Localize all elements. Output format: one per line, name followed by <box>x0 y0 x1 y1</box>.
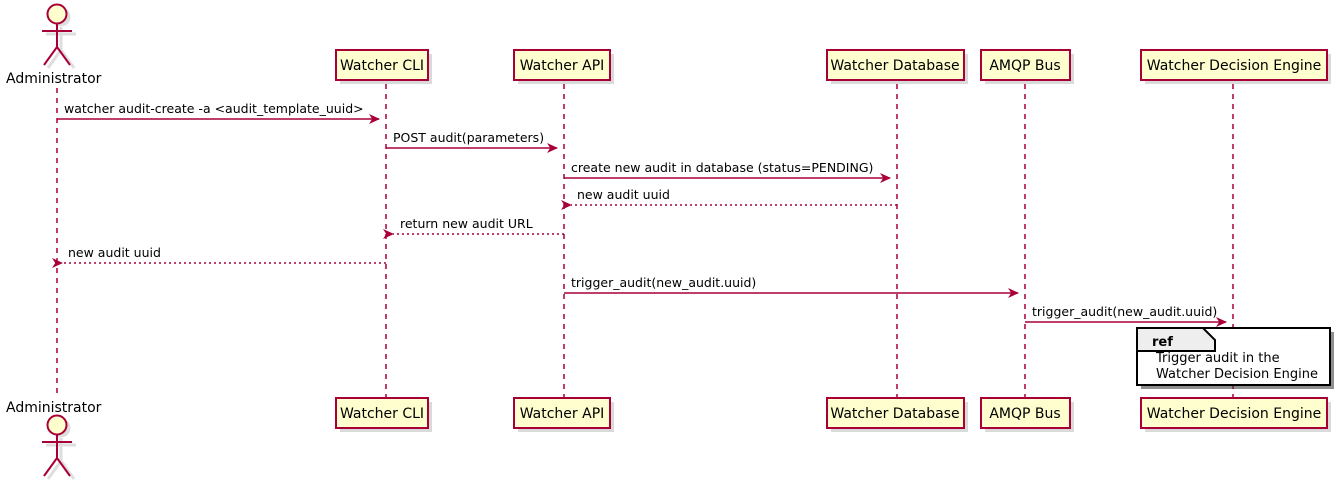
message-label-3: create new audit in database (status=PEN… <box>571 160 873 175</box>
participant-label-amqp-bus-bottom: AMQP Bus <box>989 406 1060 422</box>
message-2: POST audit(parameters) <box>386 130 558 153</box>
message-label-4: new audit uuid <box>577 187 670 202</box>
ref-body-line-2: Watcher Decision Engine <box>1156 367 1318 382</box>
participant-box-watcher-cli-bottom[interactable]: Watcher CLI <box>335 397 432 432</box>
message-label-6: new audit uuid <box>68 245 161 260</box>
participant-label-watcher-decision-engine-bottom: Watcher Decision Engine <box>1147 406 1321 422</box>
message-label-1: watcher audit-create -a <audit_template_… <box>64 101 364 116</box>
box-rect <box>826 397 965 429</box>
participant-label-watcher-database-bottom: Watcher Database <box>830 406 959 422</box>
participant-label-watcher-cli-top: Watcher CLI <box>340 58 424 74</box>
participant-box-amqp-bus-bottom[interactable]: AMQP Bus <box>980 397 1074 432</box>
message-4: new audit uuid <box>561 187 897 210</box>
message-6: new audit uuid <box>52 245 386 268</box>
actor-administrator-bottom[interactable]: Administrator <box>6 400 102 480</box>
message-8: trigger_audit(new_audit.uuid) <box>1025 304 1227 327</box>
actor-label-administrator-top: Administrator <box>6 71 102 87</box>
message-1: watcher audit-create -a <audit_template_… <box>57 101 380 124</box>
message-label-7: trigger_audit(new_audit.uuid) <box>571 275 756 290</box>
participant-box-watcher-decision-engine-top[interactable]: Watcher Decision Engine <box>1140 49 1331 84</box>
box-rect <box>980 49 1071 81</box>
message-5: return new audit URL <box>383 216 564 239</box>
participant-box-amqp-bus-top[interactable]: AMQP Bus <box>980 49 1074 84</box>
participant-box-watcher-api-top[interactable]: Watcher API <box>513 49 614 84</box>
message-7: trigger_audit(new_audit.uuid) <box>564 275 1019 298</box>
box-rect <box>826 49 965 81</box>
participant-label-watcher-decision-engine-top: Watcher Decision Engine <box>1147 58 1321 74</box>
message-label-2: POST audit(parameters) <box>393 130 544 145</box>
participant-box-watcher-decision-engine-bottom[interactable]: Watcher Decision Engine <box>1140 397 1331 432</box>
box-rect <box>1140 397 1328 429</box>
participant-label-watcher-database-top: Watcher Database <box>830 58 959 74</box>
actor-left-leg-icon <box>43 46 58 66</box>
actor-head-icon <box>46 414 68 436</box>
actor-left-leg-icon <box>43 457 58 477</box>
ref-fragment[interactable]: ref Trigger audit in the Watcher Decisio… <box>1136 327 1334 389</box>
box-rect <box>335 397 429 429</box>
ref-body-line-1: Trigger audit in the <box>1155 351 1280 366</box>
ref-tab-label: ref <box>1152 335 1173 350</box>
box-rect <box>335 49 429 81</box>
actor-right-leg-icon <box>56 46 71 66</box>
actor-right-leg-icon <box>56 457 71 477</box>
participant-box-watcher-database-top[interactable]: Watcher Database <box>826 49 968 84</box>
actor-head-icon <box>46 3 68 25</box>
box-rect <box>980 397 1071 429</box>
participant-box-watcher-database-bottom[interactable]: Watcher Database <box>826 397 968 432</box>
lifelines <box>56 84 1234 398</box>
message-3: create new audit in database (status=PEN… <box>564 160 891 183</box>
message-label-5: return new audit URL <box>400 216 533 231</box>
participant-label-watcher-api-bottom: Watcher API <box>520 406 605 422</box>
participant-label-amqp-bus-top: AMQP Bus <box>989 58 1060 74</box>
participant-label-watcher-api-top: Watcher API <box>520 58 605 74</box>
message-label-8: trigger_audit(new_audit.uuid) <box>1032 304 1217 319</box>
actor-label-administrator-bottom: Administrator <box>6 400 102 416</box>
box-rect <box>513 49 611 81</box>
participant-box-watcher-cli-top[interactable]: Watcher CLI <box>335 49 432 84</box>
participant-box-watcher-api-bottom[interactable]: Watcher API <box>513 397 614 432</box>
ref-tab-shape <box>1136 327 1216 352</box>
participant-label-watcher-cli-bottom: Watcher CLI <box>340 406 424 422</box>
box-rect <box>1140 49 1328 81</box>
box-rect <box>513 397 611 429</box>
actor-administrator-top[interactable]: Administrator <box>6 3 102 88</box>
